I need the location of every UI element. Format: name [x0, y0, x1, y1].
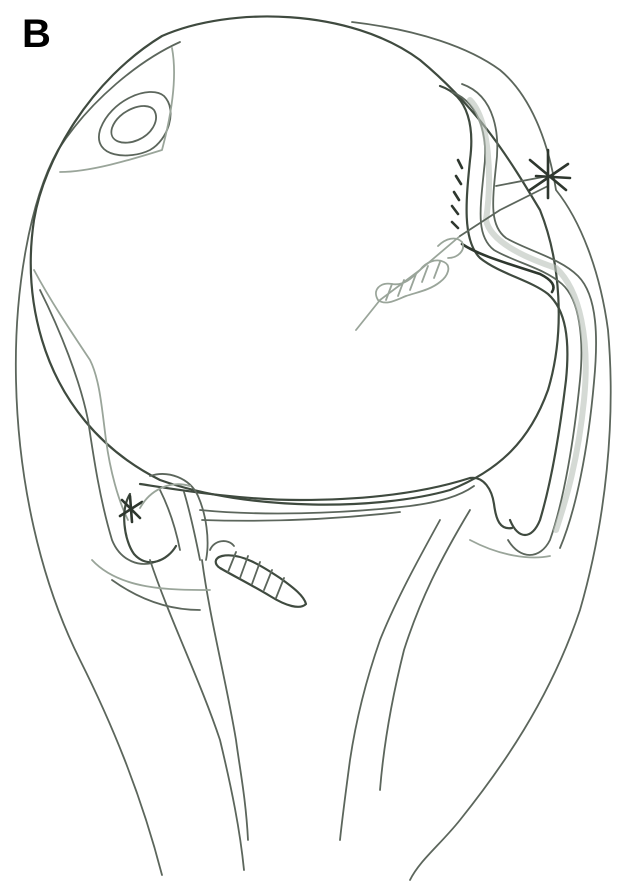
screw-body [216, 555, 306, 607]
scapula-left-outer [150, 560, 244, 870]
screw-head [210, 541, 234, 550]
outer-oval [99, 92, 171, 155]
glenoid-rim [140, 478, 512, 528]
axillary-fold [112, 580, 200, 610]
cortex-line-left-2 [40, 290, 160, 564]
labrum-left [124, 494, 176, 562]
inner-oval [111, 106, 156, 143]
tendon-band-3 [462, 84, 596, 548]
scapula-left [202, 560, 248, 840]
tendon-band-2 [452, 92, 581, 555]
outer-envelope-right [352, 22, 611, 880]
anchor-tail [438, 239, 463, 258]
tuberosity-edge [60, 48, 174, 172]
suture-line [460, 186, 548, 236]
scapula-right-outer [380, 510, 470, 790]
bankart-fragment [160, 490, 200, 560]
scapula-right [340, 520, 440, 840]
inferior-capsule [92, 540, 550, 590]
anchor-shaft [356, 236, 460, 330]
